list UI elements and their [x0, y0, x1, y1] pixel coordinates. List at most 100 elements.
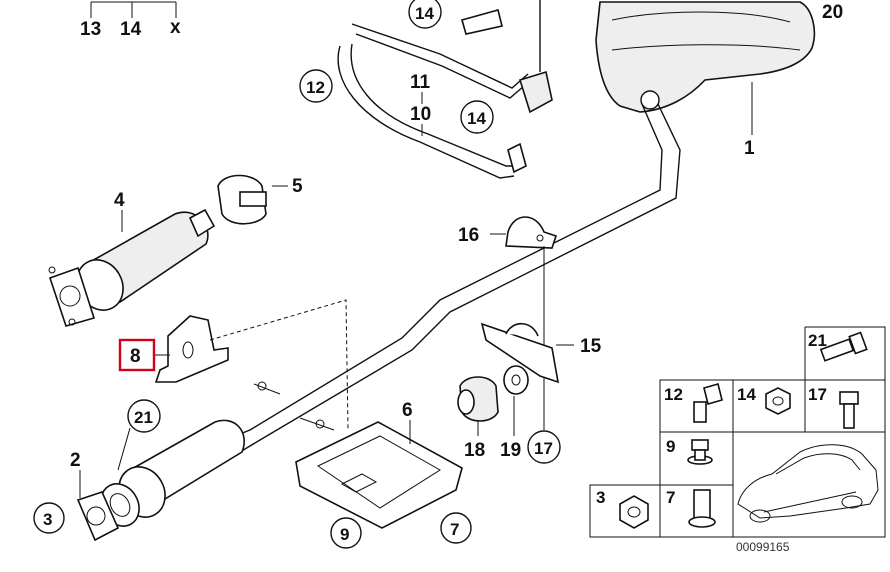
rear-silencer: [595, 1, 816, 113]
heat-shield-cutout: [340, 473, 378, 493]
legend-bolt-9: [687, 439, 713, 465]
label-15: 15: [580, 336, 602, 357]
heat-shield-inner: [317, 435, 441, 509]
callout-9-circle: [330, 517, 362, 549]
bolt-12-shank: [693, 401, 707, 423]
label-5: 5: [292, 176, 303, 197]
hanger-8: [154, 315, 229, 383]
rubber-mount-face: [457, 389, 475, 415]
car-roofline: [775, 453, 861, 475]
hanger-8-hole: [182, 341, 194, 359]
mount-16: [505, 216, 558, 249]
highlight-box-8: [118, 338, 156, 372]
bolt-7-shank: [693, 489, 711, 519]
callout-12-circle: [299, 69, 333, 103]
nut-3-body: [619, 495, 649, 529]
pipe-edge-upper: [224, 103, 663, 441]
label-6: 6: [402, 400, 413, 421]
rubber-mount-18: [457, 376, 499, 422]
car-silhouette: [737, 444, 879, 523]
bolt-7-flange: [688, 516, 716, 528]
bracket-10-inner: [350, 43, 520, 167]
label-18: 18: [464, 440, 485, 461]
legend-label-3: 3: [596, 488, 605, 507]
leader-21: [117, 427, 131, 471]
bracket-11-inner: [355, 33, 525, 99]
legend-nut-3: [619, 495, 649, 529]
callout-3: 3: [43, 510, 52, 529]
rear-silencer-seam: [611, 11, 801, 51]
hanger-8-phantom: [209, 299, 349, 431]
gasket-plate: [76, 491, 120, 542]
legend-bolt-7: [688, 489, 716, 528]
mount-16-hole: [536, 234, 544, 242]
middle-silencer-port: [109, 493, 131, 517]
front-gasket: [76, 491, 120, 542]
washer-hole: [511, 374, 521, 386]
callout-21-circle: [127, 399, 161, 433]
legend-label-17: 17: [808, 385, 827, 404]
callout-21: 21: [134, 408, 153, 427]
front-silencer-flange: [48, 266, 96, 327]
callout-17: 17: [534, 439, 553, 458]
car-body-outline: [737, 444, 879, 519]
washer-19: [503, 365, 529, 395]
clamp-bolt-block: [239, 191, 267, 207]
legend-label-21: 21: [808, 331, 827, 350]
bracket-15: [480, 322, 560, 384]
main-exhaust-pipe: [224, 103, 681, 453]
front-silencer-port: [59, 285, 81, 307]
rear-silencer-inlet: [640, 90, 660, 110]
legend-bolt-21: [819, 331, 868, 362]
front-silencer-4: [48, 208, 216, 327]
label-16: 16: [458, 225, 479, 246]
legend-label-7: 7: [666, 488, 675, 507]
label-10: 10: [410, 104, 431, 125]
flange-stud-1: [48, 266, 56, 274]
diagram-reference-number: 00099165: [736, 540, 790, 554]
heat-shield-6: [295, 421, 463, 529]
bolt-21-shank: [819, 338, 855, 362]
callout-7: 7: [450, 520, 459, 539]
fastener-legend: 21 12 14 17 9 3 7: [589, 326, 886, 538]
bracket-10-11: [337, 23, 529, 179]
clamp-5: [217, 174, 267, 225]
callout-14a: 14: [415, 4, 434, 23]
middle-silencer: [100, 419, 245, 527]
car-wheel-front: [749, 509, 771, 523]
legend-nut-14: [765, 387, 791, 415]
nut-3-hole: [627, 506, 641, 518]
upper-hanger: [461, 0, 553, 114]
legend-label-9: 9: [666, 437, 675, 456]
pipe-bolts: [253, 383, 335, 431]
heat-shield-outer: [295, 421, 463, 529]
label-19: 19: [500, 440, 521, 461]
mount-16-body: [505, 216, 558, 249]
header-bracket: [90, 1, 177, 18]
callout-14b-circle: [460, 100, 494, 134]
circled-callouts: 3 7 9 12 14 14 17 21: [33, 0, 561, 549]
pipe-bolt-2: [315, 419, 325, 429]
nut-14-hole: [772, 396, 784, 406]
callout-7-circle: [440, 512, 472, 544]
legend-label-12: 12: [664, 385, 683, 404]
label-4: 4: [114, 190, 125, 211]
car-exhaust-line: [763, 491, 857, 513]
hanger-8-body: [154, 315, 229, 383]
legend-bolt-12: [693, 383, 723, 423]
callout-14a-circle: [408, 0, 442, 29]
washer-outer: [503, 365, 529, 395]
header-label-14: 14: [120, 19, 142, 40]
label-11: 11: [410, 72, 431, 93]
label-1: 1: [744, 138, 755, 159]
callout-17-circle: [527, 430, 561, 464]
pipe-edge-lower: [239, 103, 681, 453]
legend-grid-lines: [659, 327, 885, 537]
callout-14b: 14: [467, 109, 486, 128]
callout-3-circle: [33, 502, 65, 534]
bracket-11-outer: [351, 23, 529, 89]
label-20: 20: [822, 2, 843, 23]
bolt-12-head: [703, 383, 723, 405]
bracket-15-saddle: [505, 322, 539, 337]
